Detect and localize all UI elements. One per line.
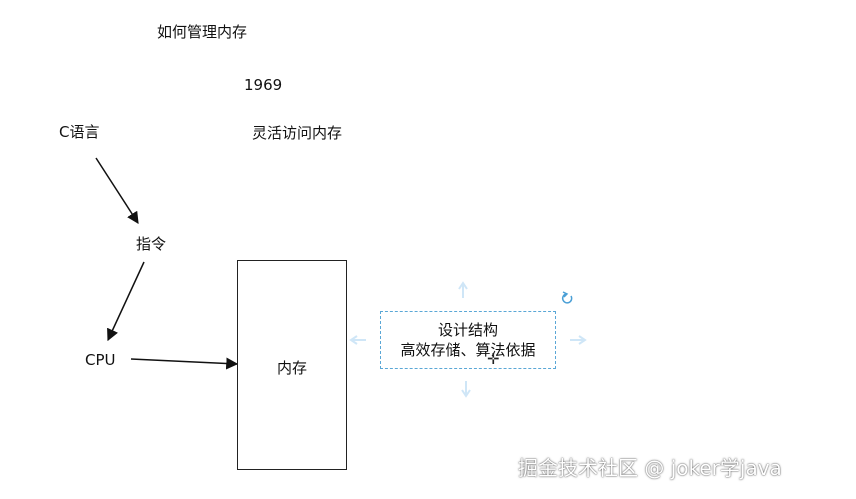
node-instruction[interactable]: 指令 (136, 235, 167, 253)
rotate-icon[interactable] (561, 291, 573, 304)
watermark: 掘金技术社区 @ joker学java (518, 456, 782, 480)
selection-handles[interactable] (349, 281, 587, 398)
memory-node-box[interactable]: 内存 (237, 260, 347, 470)
arrow-cpu-to-memory (130, 357, 239, 370)
memory-label: 内存 (276, 359, 307, 377)
diagram-title: 如何管理内存 (157, 23, 248, 41)
subtitle-label: 灵活访问内存 (252, 124, 343, 142)
arrow-c-to-instruction (95, 157, 139, 225)
selected-box-line-2: 高效存储、算法依据 (400, 341, 536, 359)
year-label: 1969 (244, 76, 283, 94)
node-cpu[interactable]: CPU (85, 351, 116, 369)
node-c-language[interactable]: C语言 (59, 123, 100, 141)
selected-text-box[interactable]: 设计结构 高效存储、算法依据 (380, 311, 556, 369)
selected-box-line-1: 设计结构 (437, 321, 498, 339)
arrow-instruction-to-cpu (107, 261, 145, 342)
move-cursor-icon: ✛ (487, 350, 500, 368)
